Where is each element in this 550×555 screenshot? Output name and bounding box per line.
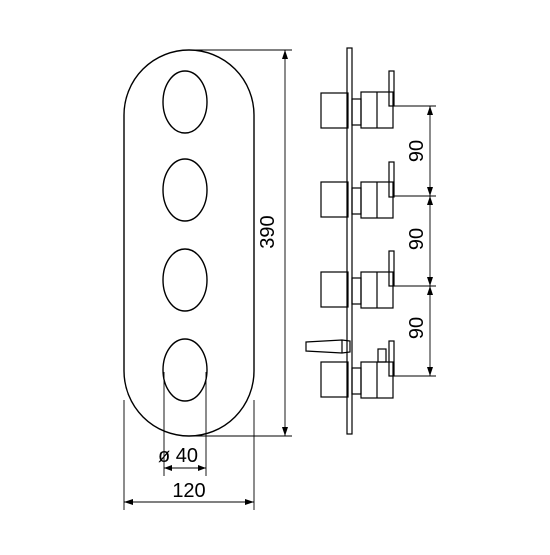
height-dimension [190, 49, 292, 437]
spacing-label-1: 90 [406, 140, 428, 162]
spacing-label-2: 90 [406, 228, 428, 250]
side-handle-4 [305, 339, 395, 399]
side-handle-2 [320, 161, 395, 219]
faceplate-outline [123, 49, 255, 437]
hole-diameter-label: ø 40 [158, 445, 198, 467]
height-dimension-label: 390 [257, 215, 279, 248]
handle-hole-2 [162, 158, 208, 222]
side-plate [346, 47, 353, 435]
side-handle-3 [320, 250, 395, 309]
width-dimension-label: 120 [172, 480, 205, 502]
handle-hole-4 [162, 338, 208, 402]
spacing-dimensions [394, 105, 436, 377]
side-handle-1 [320, 70, 395, 129]
width-dimension [123, 400, 255, 510]
handle-hole-1 [162, 70, 208, 134]
spacing-label-3: 90 [406, 317, 428, 339]
hole-diameter-dimension [163, 372, 207, 476]
front-view [123, 49, 255, 437]
side-view [305, 47, 395, 435]
diverter-lever [305, 339, 351, 354]
handle-hole-3 [162, 248, 208, 312]
